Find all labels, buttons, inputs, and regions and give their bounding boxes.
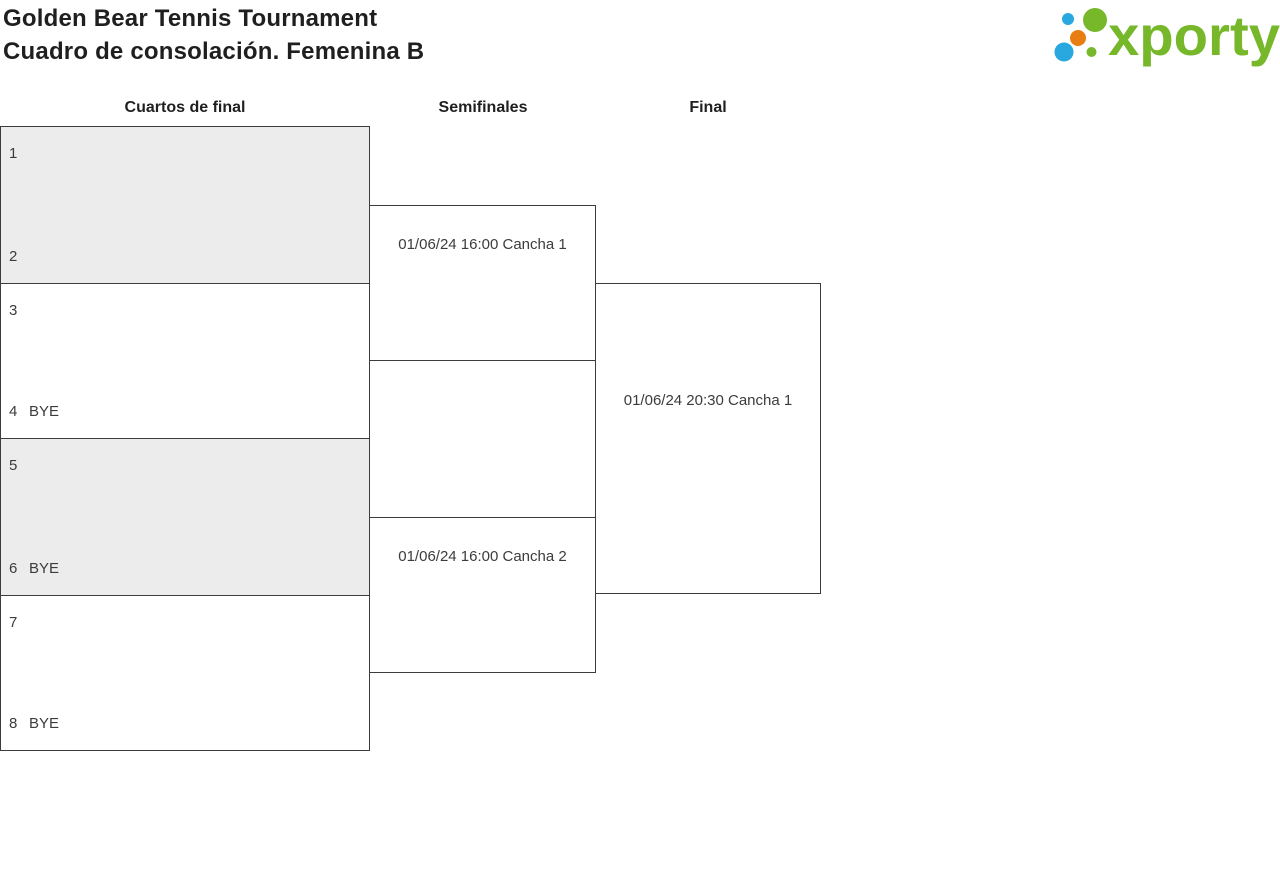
logo-dot-blue	[1054, 42, 1074, 62]
round-header-cuartos-de-final: Cuartos de final	[124, 99, 246, 116]
logo-dot-orange	[1070, 30, 1086, 46]
match-schedule: 01/06/24 16:00 Cancha 1	[398, 236, 567, 253]
player-slot-8: 8 BYE	[9, 715, 361, 733]
player-slot-4: 4 BYE	[9, 403, 361, 421]
match-quarterfinal-3[interactable]: 5 6 BYE	[0, 438, 370, 596]
match-quarterfinal-1[interactable]: 1 2	[0, 126, 370, 284]
page-title: Golden Bear Tennis Tournament Cuadro de …	[3, 2, 424, 68]
match-schedule: 01/06/24 20:30 Cancha 1	[623, 392, 793, 409]
match-semifinal-2[interactable]: 01/06/24 16:00 Cancha 2	[369, 517, 596, 673]
player-slot-3: 3	[9, 302, 361, 320]
seed-number: 1	[9, 145, 18, 162]
logo-dot-large-green	[1083, 8, 1107, 32]
seed-number: 2	[9, 248, 18, 265]
player-slot-6: 6 BYE	[9, 560, 361, 578]
player-slot-7: 7	[9, 614, 361, 632]
xporty-logo-graphic: xporty	[1054, 4, 1280, 67]
match-semifinal-1[interactable]: 01/06/24 16:00 Cancha 1	[369, 205, 596, 361]
xporty-wordmark: xporty	[1108, 4, 1280, 67]
player-name: BYE	[29, 403, 60, 420]
match-quarterfinal-4[interactable]: 7 8 BYE	[0, 595, 370, 751]
player-slot-1: 1	[9, 145, 361, 163]
seed-number: 6	[9, 560, 18, 577]
player-name: BYE	[29, 715, 60, 732]
seed-number: 8	[9, 715, 18, 732]
round-header-final: Final	[689, 99, 727, 116]
tournament-name: Golden Bear Tennis Tournament	[3, 5, 378, 32]
match-schedule: 01/06/24 16:00 Cancha 2	[398, 548, 567, 565]
logo-dot-small-green	[1086, 47, 1097, 57]
xporty-logo[interactable]: xporty	[1048, 0, 1280, 75]
player-slot-2: 2	[9, 248, 361, 266]
logo-dot-small-blue	[1062, 13, 1074, 25]
player-name: BYE	[29, 560, 60, 577]
round-header-semifinales: Semifinales	[438, 99, 528, 116]
match-final[interactable]: 01/06/24 20:30 Cancha 1	[595, 283, 821, 594]
bracket-subtitle: Cuadro de consolación. Femenina B	[3, 38, 425, 65]
seed-number: 3	[9, 302, 18, 319]
player-slot-5: 5	[9, 457, 361, 475]
seed-number: 5	[9, 457, 18, 474]
seed-number: 7	[9, 614, 18, 631]
seed-number: 4	[9, 403, 18, 420]
match-quarterfinal-2[interactable]: 3 4 BYE	[0, 283, 370, 439]
